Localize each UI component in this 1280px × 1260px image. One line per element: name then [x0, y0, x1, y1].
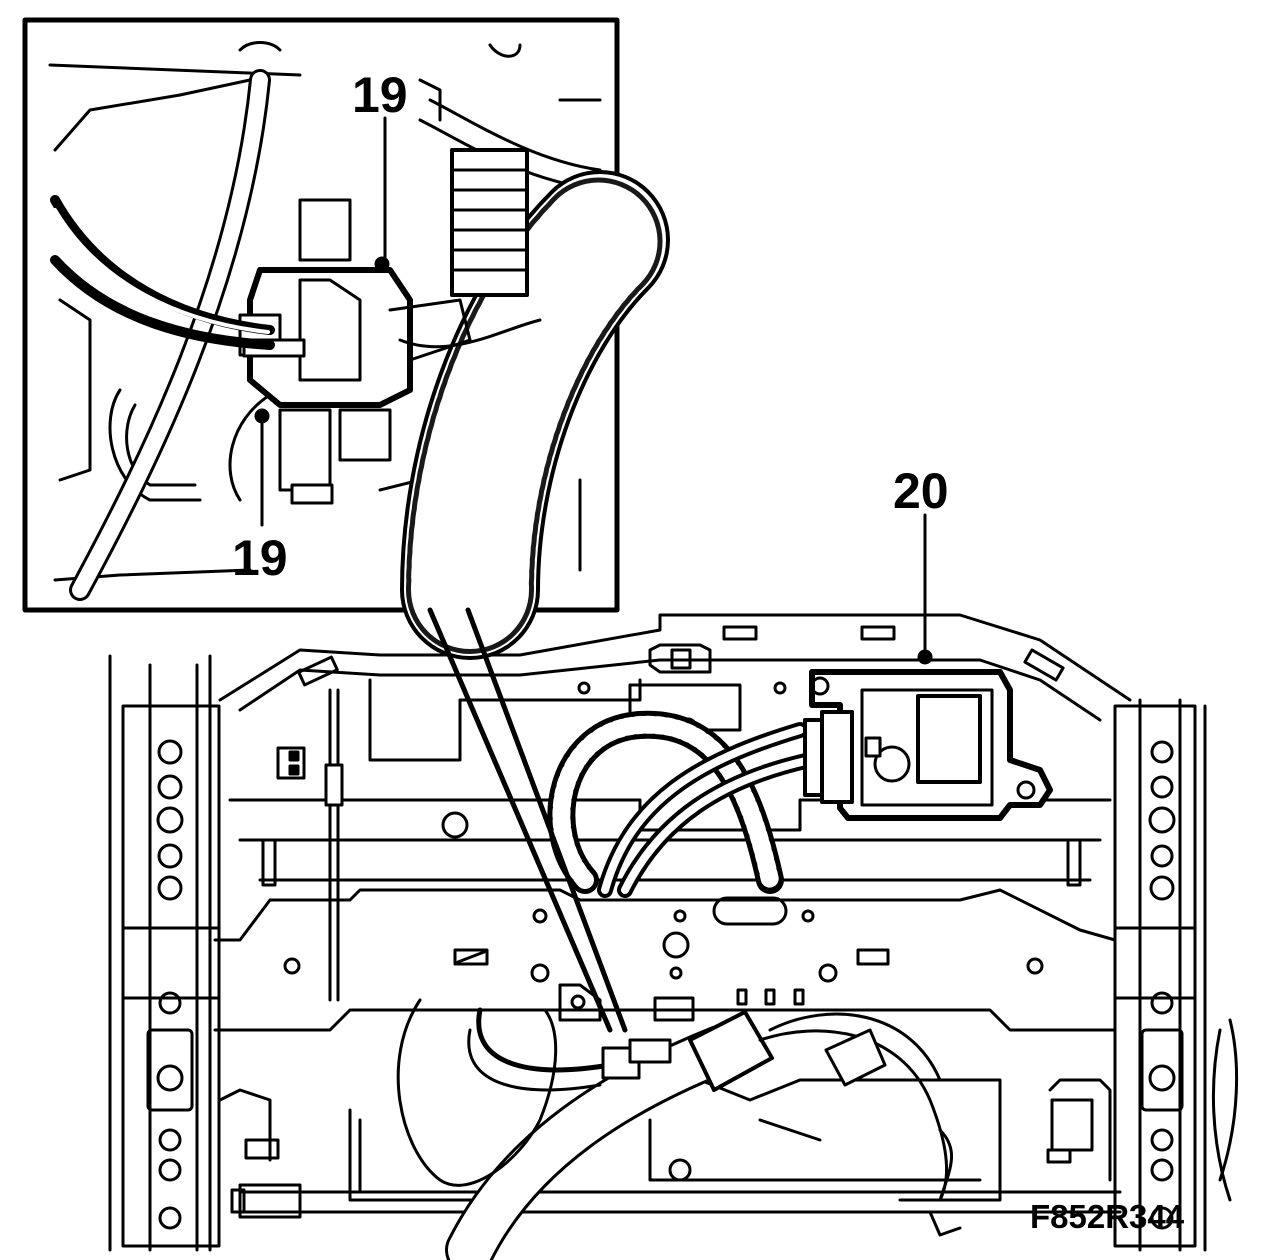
- figure-code: F852R344: [1030, 1198, 1185, 1235]
- inset-callout-leaders: [254, 116, 390, 527]
- inset-detail: [22, 17, 670, 660]
- module-callout-leader: [917, 513, 933, 665]
- callout-20: 20: [893, 463, 949, 519]
- rear-frame-outline: [218, 613, 1132, 722]
- left-seat-rail: [108, 654, 221, 1252]
- harness-corrugated-loop: [547, 710, 784, 894]
- inset-cables: [50, 69, 542, 601]
- inset-pointer: [427, 607, 628, 1033]
- harness-wires-to-module: [597, 722, 818, 898]
- left-wire: [324, 688, 344, 1002]
- callout-19-top: 19: [352, 67, 408, 123]
- harness-lower: [396, 998, 1239, 1260]
- inset-connector: [238, 198, 472, 505]
- seat-frame-drawing: [108, 613, 1239, 1260]
- inset-corrugated-tube: [400, 170, 670, 660]
- front-tube: [230, 1183, 1122, 1237]
- control-module: [803, 669, 1053, 821]
- lower-crossbar: [213, 888, 1117, 1032]
- callout-19-bottom: 19: [232, 530, 288, 586]
- right-seat-rail: [1113, 698, 1207, 1252]
- inset-sleeve: [450, 148, 529, 297]
